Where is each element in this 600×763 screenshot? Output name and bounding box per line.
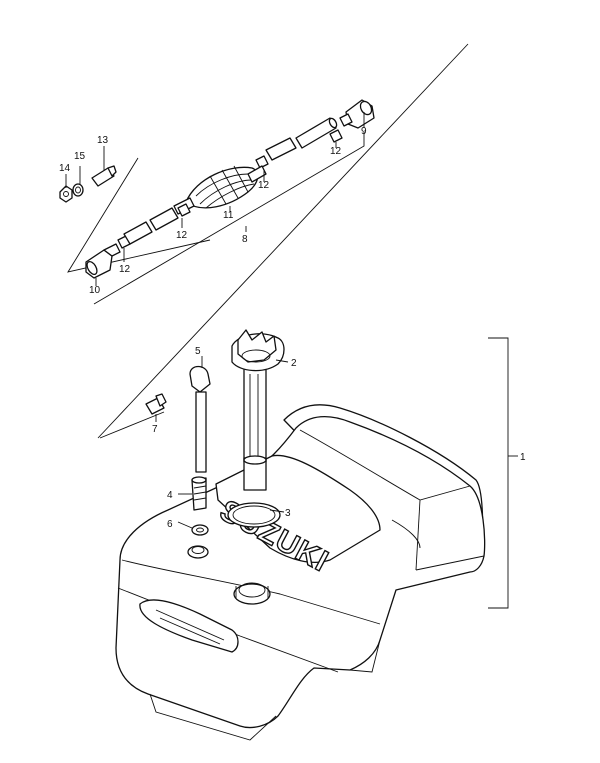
callout-12-a: 12 [330, 146, 342, 157]
o-ring [227, 502, 281, 528]
vent-assembly [189, 365, 211, 511]
callout-13: 13 [97, 135, 109, 146]
hose-clamp [255, 155, 269, 169]
callout-numbers: 1 2 3 4 5 6 7 8 9 10 11 12 12 12 12 13 1… [59, 126, 526, 530]
callout-11: 11 [223, 210, 234, 221]
connector-engine-side [339, 99, 375, 129]
callout-12-c: 12 [176, 230, 188, 241]
callout-5: 5 [195, 346, 201, 357]
tank-connector [145, 393, 167, 415]
callout-10: 10 [89, 285, 101, 296]
callout-14: 14 [59, 163, 71, 174]
callout-9: 9 [361, 126, 367, 137]
hose-clamp [177, 203, 191, 217]
vent-seat [187, 545, 209, 559]
hose-segment [265, 137, 297, 161]
connector-tank-side [85, 243, 121, 279]
callout-8: 8 [242, 234, 248, 245]
leader-lines [65, 112, 518, 609]
callout-4: 4 [167, 490, 173, 501]
callout-12-b: 12 [258, 180, 270, 191]
callout-1: 1 [520, 452, 526, 463]
callout-12-d: 12 [119, 264, 131, 275]
filler-opening [233, 583, 271, 605]
washer [191, 524, 209, 536]
callout-2: 2 [291, 358, 297, 369]
callout-15: 15 [74, 151, 86, 162]
fitting-set [59, 165, 117, 203]
fuel-tank: SUZUKI [115, 404, 486, 741]
fuel-hose-assembly [59, 43, 469, 439]
hose-segment [123, 221, 153, 245]
callout-6: 6 [167, 519, 173, 530]
callout-7: 7 [152, 424, 158, 435]
callout-3: 3 [285, 508, 291, 519]
hose-segment [149, 207, 179, 231]
hose-clamp [329, 129, 343, 143]
fuel-gauge [231, 329, 285, 491]
hose-segment [295, 117, 337, 149]
